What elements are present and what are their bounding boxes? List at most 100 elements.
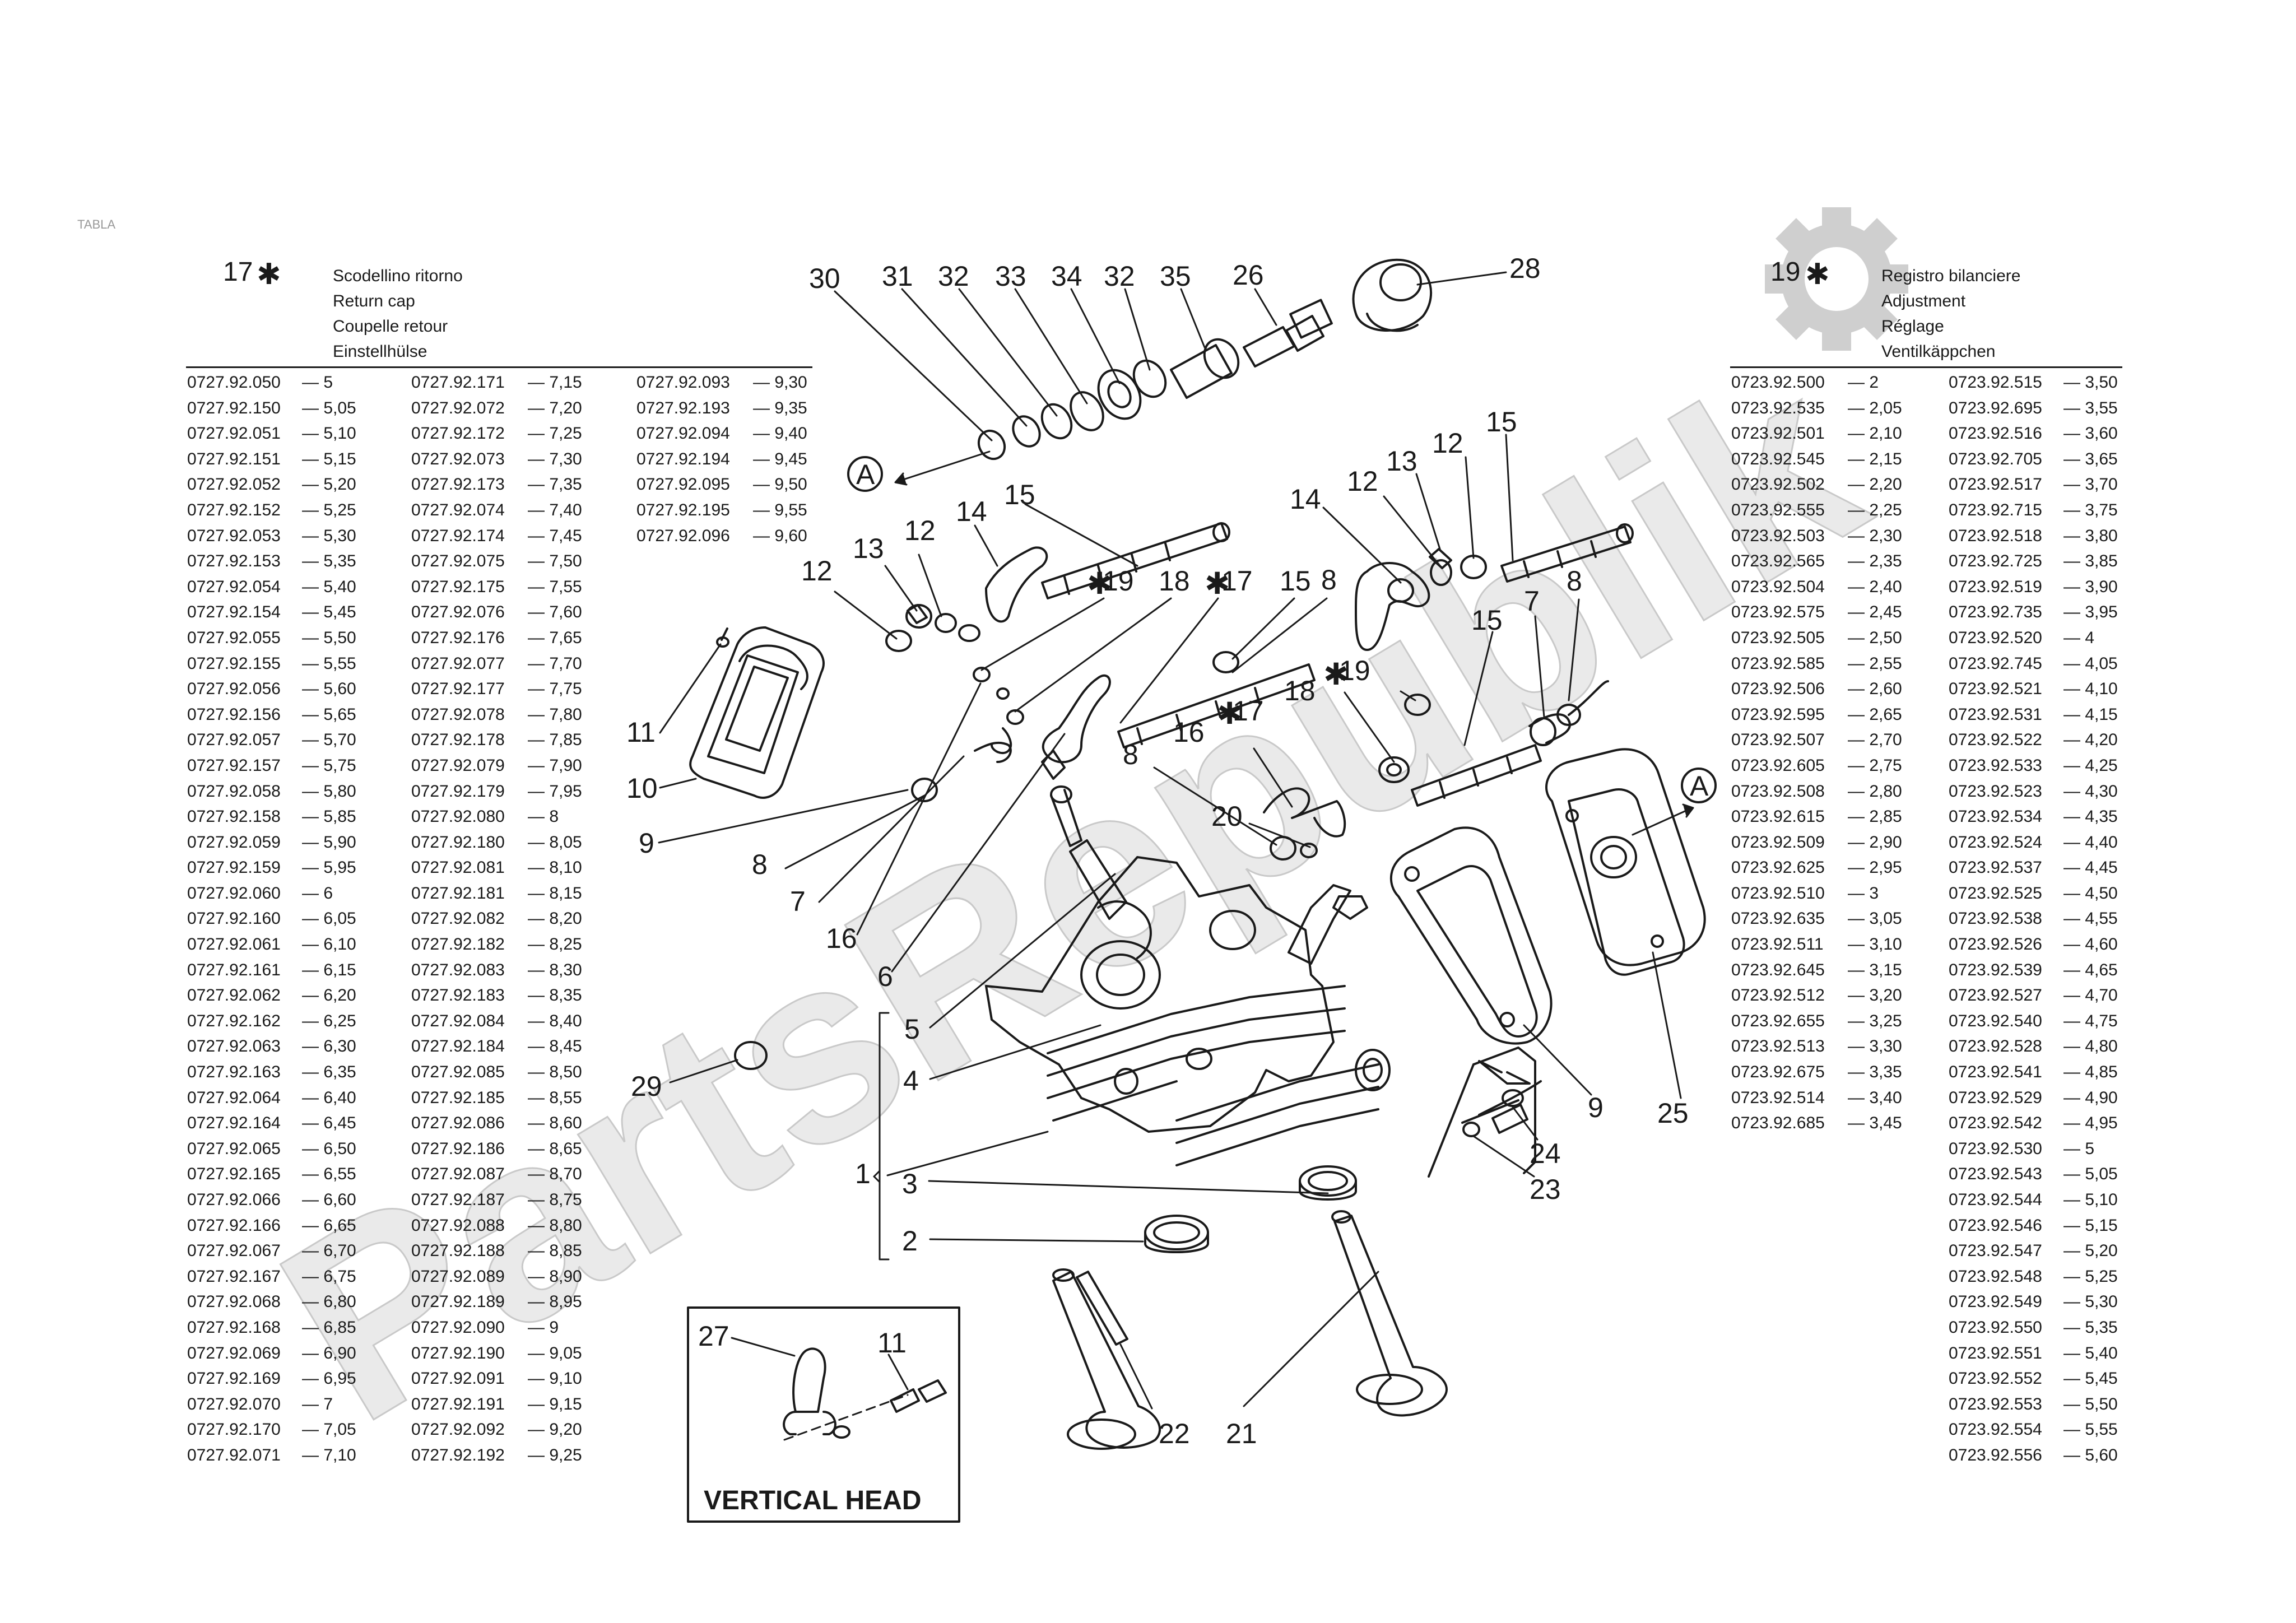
part-code: 0727.92.164 (187, 1114, 281, 1133)
plug-29 (669, 1041, 768, 1083)
part-code: 0723.92.715 (1949, 500, 2042, 519)
part-size: — 2,55 (1848, 654, 1902, 673)
part-size: — 7,10 (302, 1445, 356, 1464)
part-size: — 2,45 (1848, 603, 1902, 622)
part-code: 0727.92.056 (187, 680, 281, 699)
ref-star-icon: ✱ (1805, 258, 1830, 291)
part-size: — 5,75 (302, 756, 356, 775)
callout-17: 17 (1221, 565, 1253, 597)
part-code: 0727.92.166 (187, 1216, 281, 1235)
part-size: — 4,80 (2063, 1037, 2118, 1056)
part-code: 0727.92.191 (411, 1394, 505, 1413)
part-code: 0727.92.175 (411, 577, 505, 596)
callout-12: 12 (801, 555, 833, 587)
star-icon: ✱ (1205, 567, 1230, 601)
part-size: — 8,10 (528, 858, 582, 877)
leader-lines-cover-left (658, 643, 1066, 973)
part-size: — 4,05 (2063, 654, 2118, 673)
callout-31: 31 (882, 261, 913, 292)
part-size: — 8,05 (528, 833, 582, 852)
part-code: 0723.92.515 (1949, 373, 2042, 392)
reference-a-marker: A (1681, 768, 1717, 803)
part-size: — 4,45 (2063, 858, 2118, 877)
part-size: — 7,85 (528, 731, 582, 750)
part-code: 0723.92.542 (1949, 1114, 2042, 1133)
part-code: 0727.92.075 (411, 552, 505, 571)
part-size: — 2,80 (1848, 782, 1902, 801)
part-size: — 3,45 (1848, 1114, 1902, 1133)
part-size: — 5 (302, 373, 333, 392)
part-code: 0727.92.053 (187, 526, 281, 545)
part-size: — 8,30 (528, 960, 582, 979)
part-size: — 5,95 (302, 858, 356, 877)
part-code: 0727.92.078 (411, 705, 505, 724)
part-size: — 3,40 (1848, 1088, 1902, 1107)
part-code: 0723.92.514 (1731, 1088, 1825, 1107)
part-code: 0723.92.585 (1731, 654, 1825, 673)
valves (1052, 1210, 1448, 1450)
part-code: 0727.92.071 (187, 1445, 281, 1464)
part-code: 0727.92.051 (187, 424, 281, 443)
part-code: 0723.92.553 (1949, 1394, 2042, 1413)
part-code: 0723.92.655 (1731, 1011, 1825, 1030)
part-code: 0727.92.160 (187, 909, 281, 928)
part-code: 0727.92.058 (187, 782, 281, 801)
part-code: 0727.92.077 (411, 654, 505, 673)
part-size: — 2,35 (1848, 552, 1902, 571)
part-size: — 5,90 (302, 833, 356, 852)
part-code: 0723.92.595 (1731, 705, 1825, 724)
callout-26: 26 (1233, 259, 1264, 291)
part-size: — 2,30 (1848, 526, 1902, 545)
part-size: — 7,55 (528, 577, 582, 596)
part-code: 0727.92.052 (187, 475, 281, 494)
part-size: — 4,30 (2063, 782, 2118, 801)
callout-11: 11 (877, 1327, 907, 1359)
desc-de: Ventilkäppchen (1881, 342, 1996, 361)
callout-7: 7 (1524, 585, 1540, 617)
svg-text:A: A (856, 459, 875, 490)
part-size: — 5,15 (302, 449, 356, 468)
callout-3: 3 (902, 1168, 918, 1199)
part-code: 0723.92.547 (1949, 1241, 2042, 1261)
part-code: 0723.92.525 (1949, 883, 2042, 903)
part-size: — 2,10 (1848, 424, 1902, 443)
part-code: 0727.92.158 (187, 807, 281, 826)
part-code: 0723.92.528 (1949, 1037, 2042, 1056)
part-code: 0727.92.086 (411, 1114, 505, 1133)
part-size: — 6,60 (302, 1190, 356, 1209)
part-code: 0727.92.065 (187, 1139, 281, 1158)
part-code: 0727.92.066 (187, 1190, 281, 1209)
part-code: 0723.92.508 (1731, 782, 1825, 801)
part-code: 0727.92.165 (187, 1165, 281, 1184)
part-code: 0727.92.092 (411, 1420, 505, 1439)
callout-25: 25 (1657, 1097, 1689, 1129)
part-code: 0723.92.522 (1949, 731, 2042, 750)
part-code: 0727.92.079 (411, 756, 505, 775)
callout-12: 12 (904, 515, 936, 546)
callout-18: 18 (1159, 565, 1190, 597)
part-size: — 5,50 (302, 628, 356, 647)
part-code: 0727.92.150 (187, 398, 281, 417)
part-code: 0723.92.531 (1949, 705, 2042, 724)
part-code: 0727.92.172 (411, 424, 505, 443)
part-code: 0723.92.512 (1731, 986, 1825, 1005)
part-code: 0723.92.503 (1731, 526, 1825, 545)
part-code: 0727.92.189 (411, 1292, 505, 1312)
part-code: 0723.92.533 (1949, 756, 2042, 775)
part-size: — 5,35 (302, 552, 356, 571)
callout-6: 6 (877, 961, 893, 992)
svg-text:A: A (1690, 770, 1709, 802)
part-code: 0727.92.187 (411, 1190, 505, 1209)
part-size: — 8,60 (528, 1114, 582, 1133)
part-code: 0723.92.552 (1949, 1369, 2042, 1388)
callout-8: 8 (1123, 739, 1138, 770)
part-size: — 5,10 (2063, 1190, 2118, 1209)
part-size: — 3,60 (2063, 424, 2118, 443)
part-size: — 2,05 (1848, 398, 1902, 417)
part-code: 0723.92.551 (1949, 1343, 2042, 1362)
part-code: 0727.92.054 (187, 577, 281, 596)
callout-24: 24 (1530, 1138, 1561, 1169)
part-size: — 7,15 (528, 373, 582, 392)
part-code: 0723.92.543 (1949, 1165, 2042, 1184)
part-code: 0727.92.080 (411, 807, 505, 826)
